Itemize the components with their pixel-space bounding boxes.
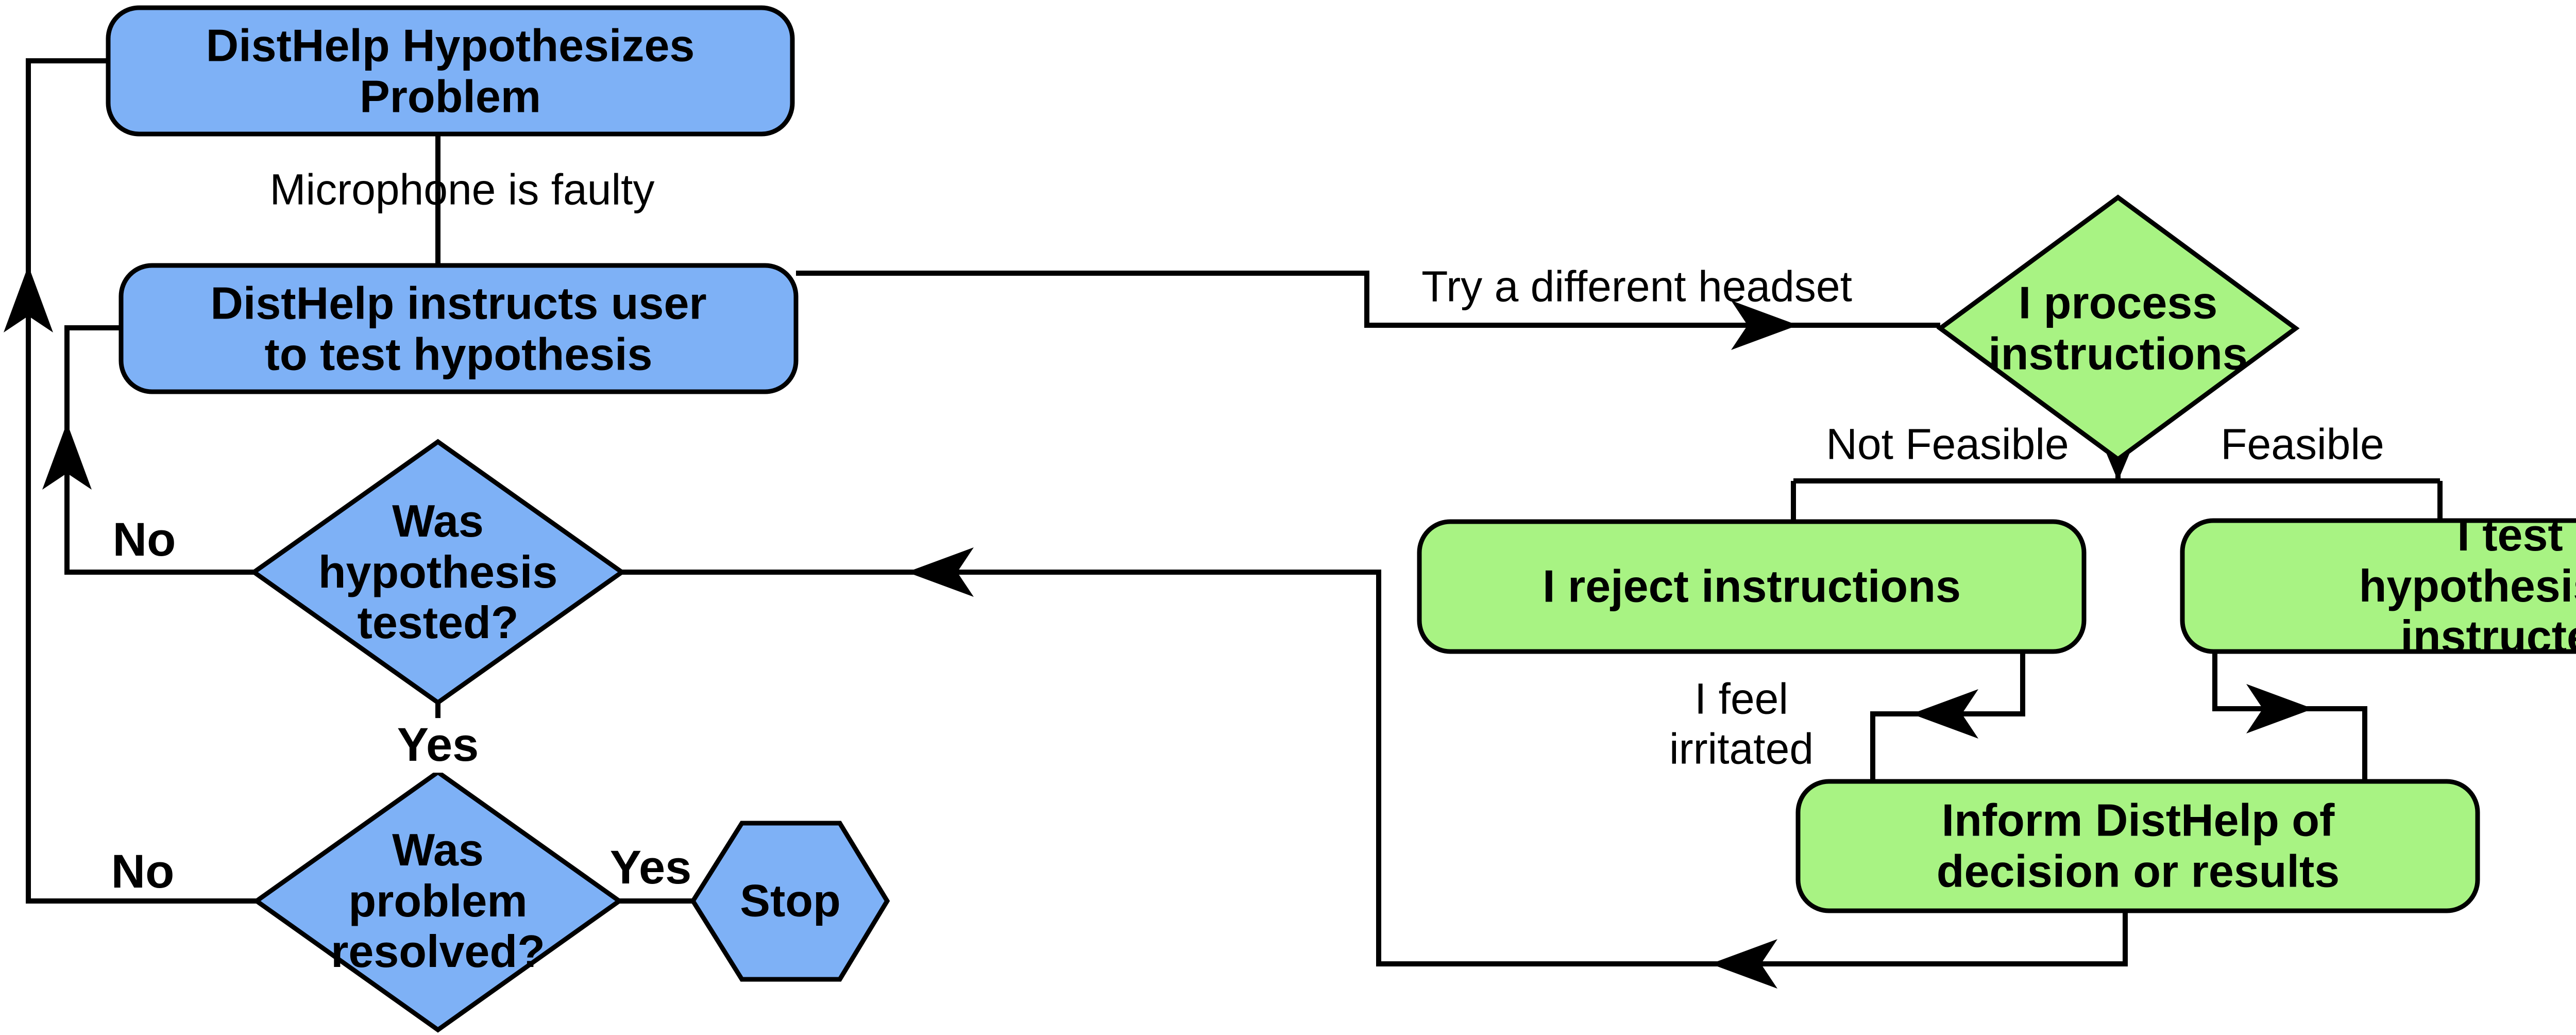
node-instruct-shape	[118, 263, 799, 394]
arrowhead-up-icon	[42, 423, 92, 490]
node-resolved-shape	[252, 769, 623, 1033]
node-stop-shape	[690, 821, 890, 982]
arrowhead-left-icon	[907, 547, 974, 597]
edge-label-yes-tested: Yes	[388, 718, 487, 773]
node-process-instructions-label: I process instructions	[1988, 277, 2248, 379]
node-resolved-label: Was problem resolved?	[331, 824, 545, 977]
edge-label-microphone: Microphone is faulty	[269, 165, 655, 214]
node-inform-shape	[1795, 779, 2480, 913]
node-reject-shape	[1417, 519, 2087, 654]
node-test-label: I test hypothesis as instructed	[2359, 509, 2576, 662]
node-reject-label: I reject instructions	[1543, 560, 1961, 612]
edge-label-no-resolved: No	[111, 845, 175, 898]
edge-label-irritated: I feel irritated	[1669, 674, 1814, 773]
node-test-shape	[2180, 518, 2576, 654]
edge-label-try-headset: Try a different headset	[1421, 262, 1852, 311]
node-stop-label: Stop	[740, 875, 841, 926]
node-tested-shape	[250, 439, 626, 706]
arrowhead-left-icon	[1911, 689, 1978, 739]
node-process-instructions-shape	[1936, 194, 2300, 462]
arrowhead-left-icon	[1710, 939, 1777, 989]
edge-label-not-feasible: Not Feasible	[1826, 420, 2069, 469]
node-hypothesize-label: DistHelp Hypothesizes Problem	[206, 20, 695, 122]
arrowhead-right-icon	[1731, 301, 1798, 350]
node-inform-label: Inform DistHelp of decision or results	[1936, 794, 2340, 896]
edge-label-yes-resolved: Yes	[609, 841, 692, 894]
edge-inform-to-tested	[622, 570, 2128, 966]
edge-resolved-no-to-hypothesize	[26, 58, 257, 904]
node-tested-label: Was hypothesis tested?	[318, 495, 558, 648]
edge-label-no-tested: No	[112, 513, 176, 566]
node-hypothesize-shape	[106, 5, 795, 137]
node-instruct-label: DistHelp instructs user to test hypothes…	[210, 277, 707, 379]
edge-label-feasible: Feasible	[2221, 420, 2384, 469]
arrowhead-up-icon	[4, 265, 53, 332]
edge-instruct-to-process	[796, 271, 1940, 328]
arrowhead-right-icon	[2246, 684, 2313, 733]
